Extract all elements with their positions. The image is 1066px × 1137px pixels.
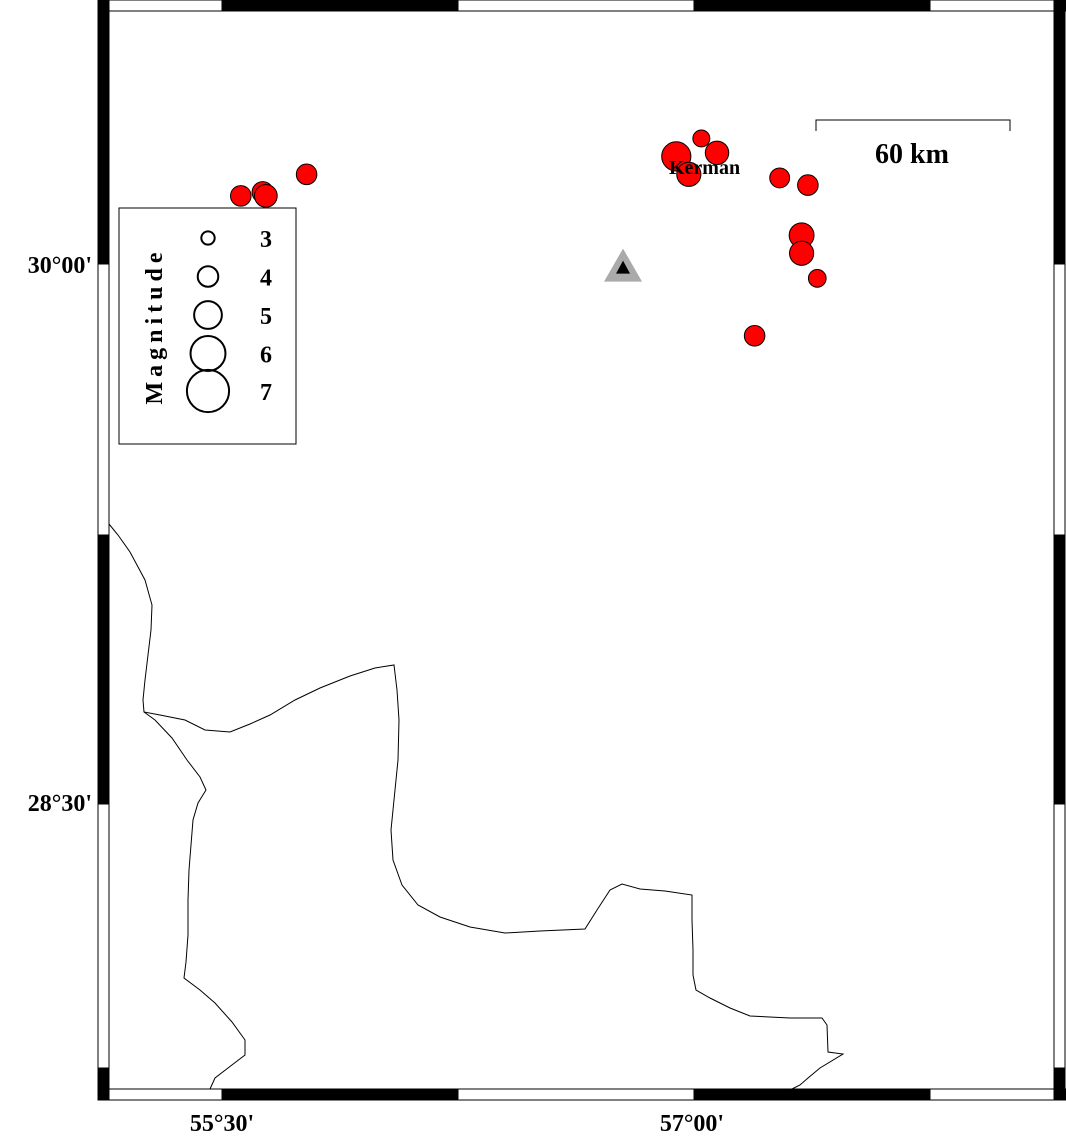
legend-title: Magnitude: [142, 247, 168, 404]
earthquake-event: [295, 163, 318, 186]
earthquake-events: [230, 129, 827, 347]
earthquake-event: [797, 174, 819, 196]
legend-label: 5: [260, 304, 272, 330]
frame-right-segment: [1053, 0, 1066, 265]
frame-left-segment: [97, 534, 110, 805]
legend-symbol: [185, 368, 231, 414]
frame-right-segment: [1053, 534, 1066, 805]
frame-right-segment: [1053, 1067, 1066, 1101]
lat-tick-label: 30°00': [28, 253, 92, 279]
seismic-station: [604, 248, 643, 282]
frame-top-segment: [221, 0, 459, 12]
frame-bottom-segment: [457, 1088, 695, 1101]
scale-bar-line: [815, 119, 1011, 131]
earthquake-event: [743, 324, 766, 347]
legend-label: 4: [260, 266, 272, 292]
lon-tick-label: 55°30': [190, 1111, 254, 1137]
earthquake-event: [789, 240, 815, 266]
scale-bar: 60 km: [815, 119, 1011, 170]
legend-box: [118, 207, 297, 445]
legend-symbol: [189, 335, 227, 372]
earthquake-event: [769, 167, 791, 189]
province-boundary-west: [143, 711, 246, 1090]
frame-bottom-segment: [929, 1088, 1066, 1101]
frame-top-segment: [929, 0, 1066, 12]
map-frame: [97, 0, 1066, 1101]
frame-left-segment: [97, 1067, 110, 1101]
earthquake-event: [807, 269, 827, 288]
earthquake-event: [230, 185, 252, 207]
frame-right-segment: [1053, 263, 1066, 536]
frame-left-segment: [97, 803, 110, 1069]
frame-left-segment: [97, 0, 110, 265]
frame-right-segment: [1053, 803, 1066, 1069]
frame-bottom-segment: [693, 1088, 931, 1101]
frame-top-segment: [97, 0, 223, 12]
frame-bottom-segment: [97, 1088, 223, 1101]
legend-label: 7: [260, 380, 272, 406]
magnitude-legend: Magnitude 3 4 5 6 7: [118, 207, 297, 445]
station-triangle-inner: [616, 260, 631, 274]
lat-tick-label: 28°30': [28, 791, 92, 817]
frame-top-segment: [457, 0, 695, 12]
legend-items: 3 4 5 6 7: [185, 227, 272, 414]
frame-top-segment: [693, 0, 931, 12]
earthquake-event: [692, 129, 711, 148]
legend-label: 6: [260, 343, 272, 369]
province-boundary: [108, 523, 845, 1090]
earthquake-event: [676, 161, 702, 187]
frame-bottom-segment: [221, 1088, 459, 1101]
frame-left-segment: [97, 263, 110, 536]
earthquake-event: [254, 183, 278, 208]
earthquake-event: [704, 140, 730, 166]
legend-symbol: [193, 300, 223, 330]
city-label-kerman: Kerman: [669, 157, 740, 179]
legend-symbol: [196, 265, 220, 288]
map-inner-border: [108, 10, 1055, 1090]
legend-label: 3: [260, 227, 272, 253]
lon-tick-label: 57°00': [660, 1111, 724, 1137]
axis-tick-labels: 55°30' 57°00' 30°00' 28°30': [28, 253, 724, 1137]
scale-bar-label: 60 km: [875, 139, 949, 170]
legend-symbol: [200, 230, 216, 246]
